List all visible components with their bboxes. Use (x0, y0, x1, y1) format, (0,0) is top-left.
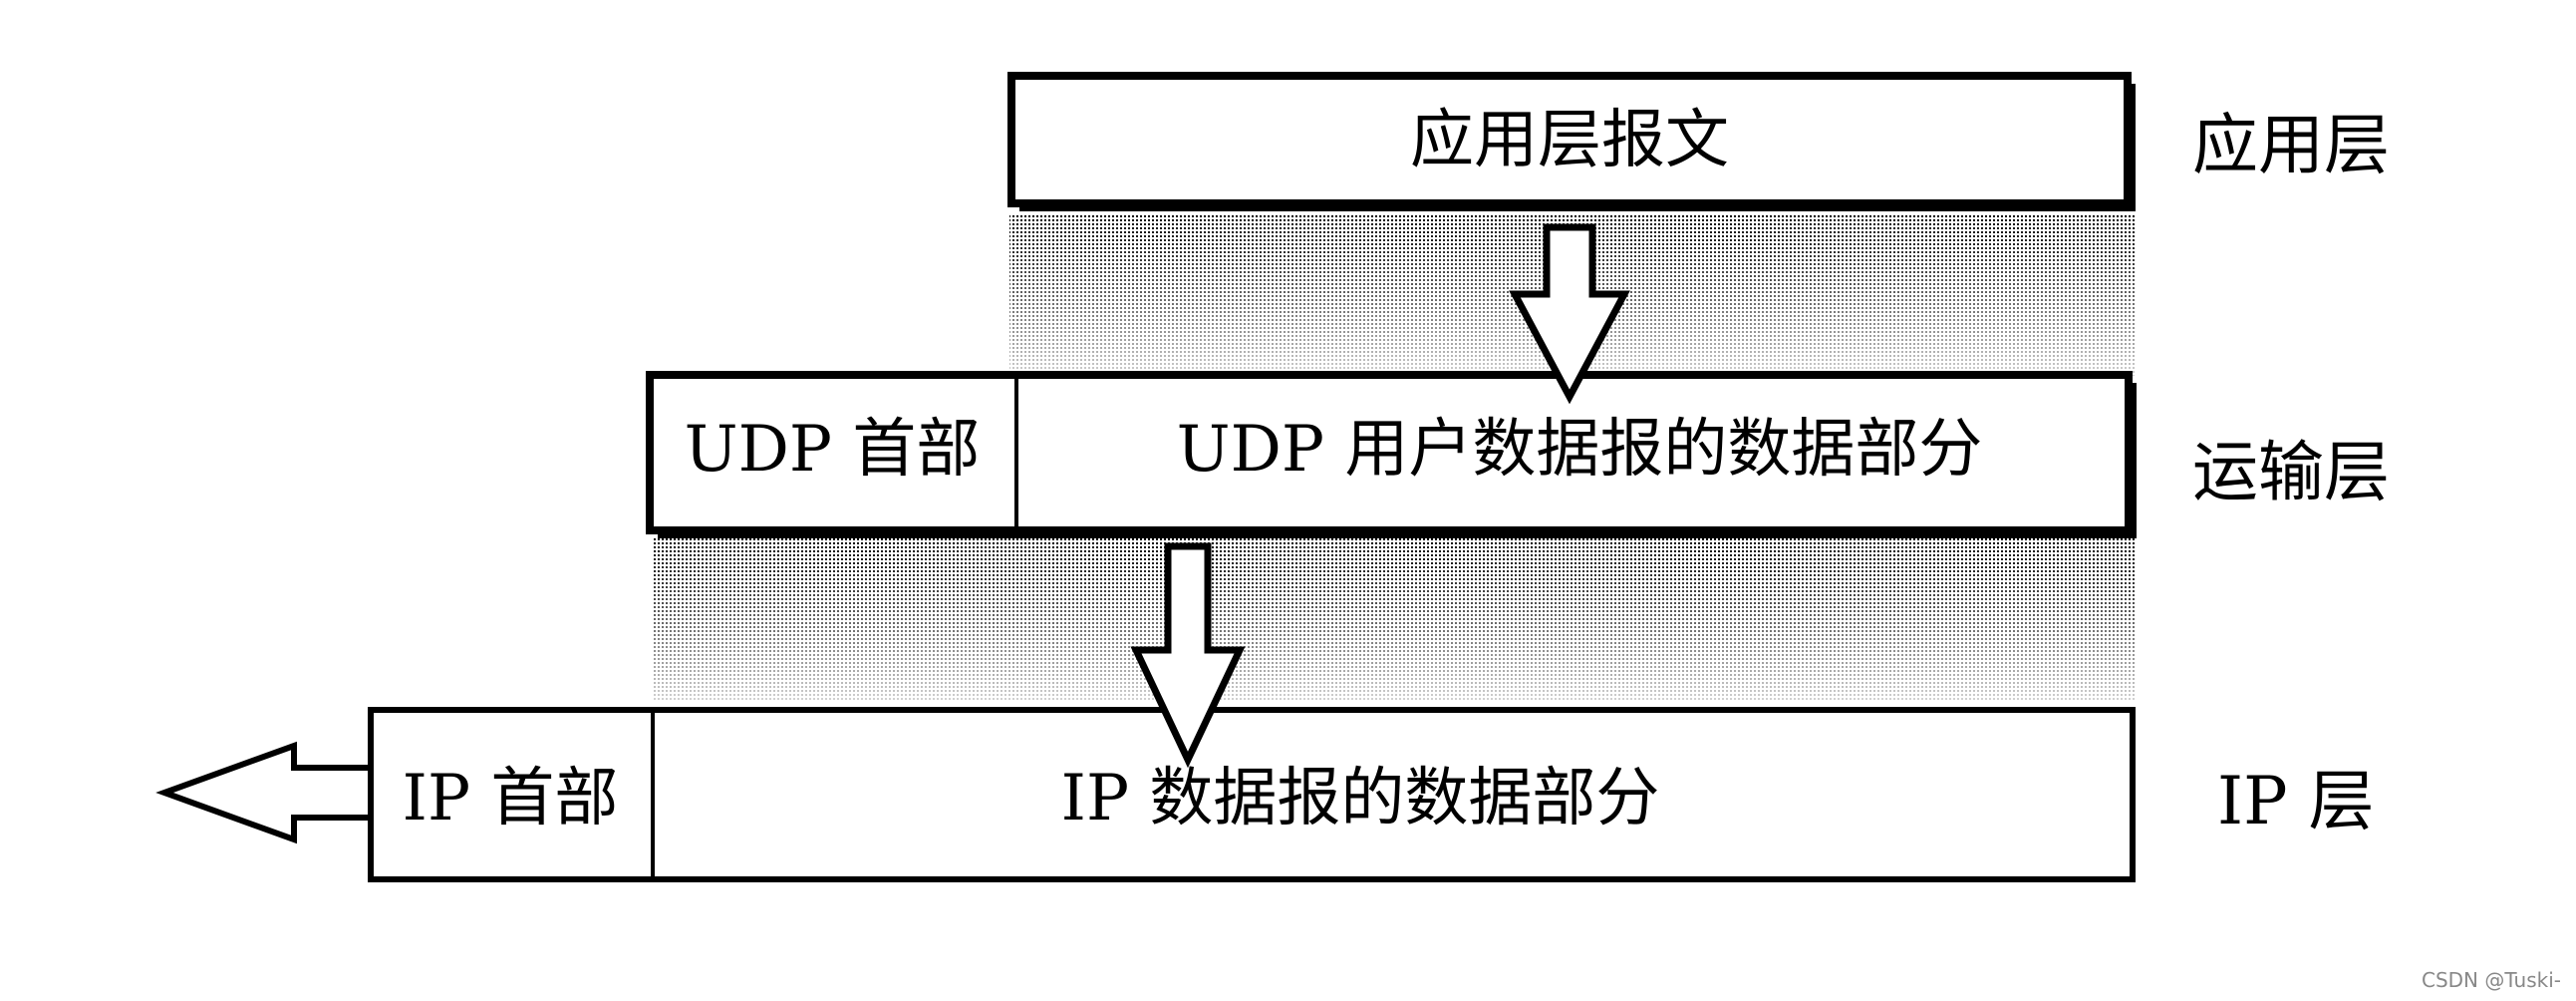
ip-header-label: IP 首部 (403, 762, 619, 835)
layer-label-ip: IP 层 (2217, 763, 2374, 839)
ip-datagram-box: IP 首部 IP 数据报的数据部分 (368, 707, 2136, 882)
udp-header-label: UDP 首部 (685, 413, 981, 487)
ip-data-label: IP 数据报的数据部分 (1061, 762, 1660, 835)
shade-band-transport (653, 538, 2136, 700)
down-arrow-udp-to-ip (1130, 542, 1246, 769)
left-arrow-ip-out (155, 741, 374, 844)
watermark-text: CSDN @Tuski- (2422, 968, 2561, 992)
app-message-label: 应用层报文 (1410, 104, 1729, 177)
layer-label-application: 应用层 (2192, 107, 2390, 183)
udp-datagram-box: UDP 首部 UDP 用户数据报的数据部分 (646, 371, 2137, 538)
layer-label-transport: 运输层 (2192, 434, 2390, 510)
udp-data-label: UDP 用户数据报的数据部分 (1177, 413, 1983, 487)
app-message-box: 应用层报文 (1007, 72, 2136, 211)
down-arrow-app-to-udp (1509, 223, 1630, 405)
